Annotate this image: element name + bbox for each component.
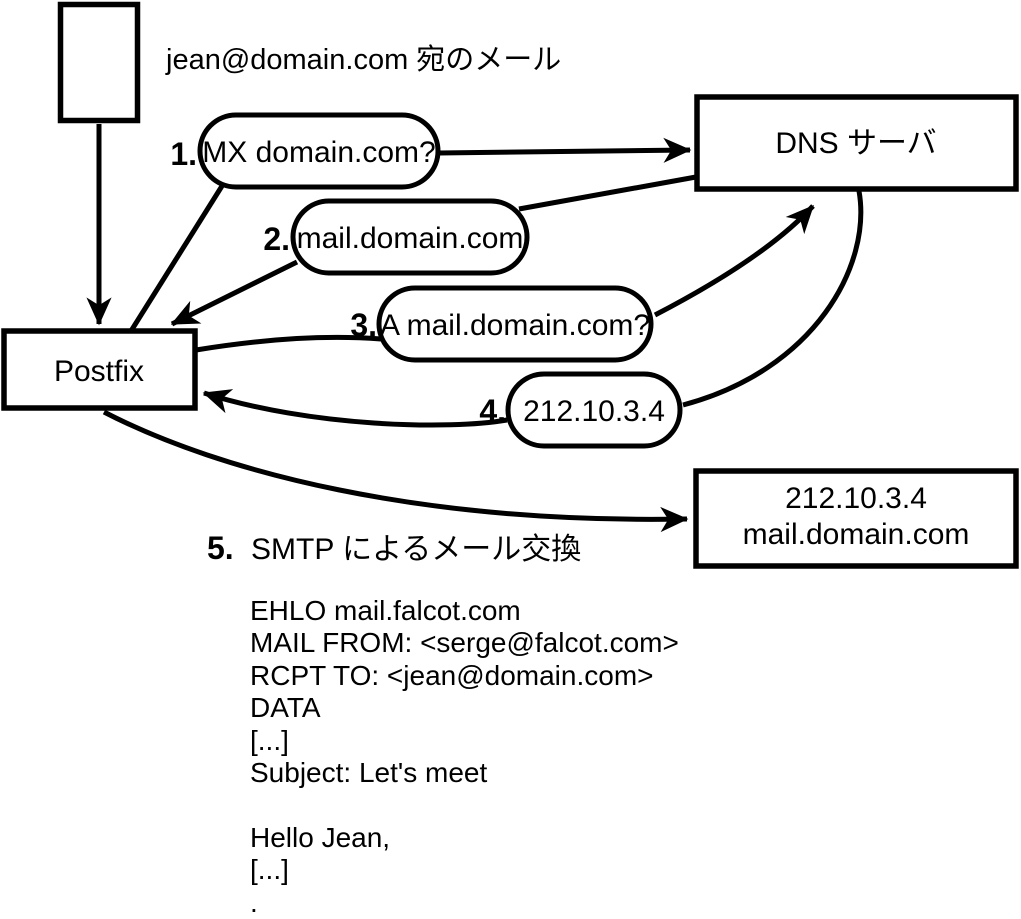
step-3-bubble: 3. A mail.domain.com? <box>350 285 654 363</box>
step-1-bubble: 1. MX domain.com? <box>170 112 441 190</box>
line-postfix-to-step1 <box>128 184 225 333</box>
mail-host-ip: 212.10.3.4 <box>785 482 927 515</box>
dns-server-label: DNS サーバ <box>775 127 936 160</box>
dns-server-box <box>694 94 1019 192</box>
transcript-line: MAIL FROM: <serge@falcot.com> <box>250 627 679 658</box>
postfix-node: Postfix <box>1 328 198 411</box>
postfix-box <box>1 328 198 411</box>
step-4-shape <box>505 371 683 449</box>
arrow-postfix-to-mailhost <box>102 409 689 533</box>
step-3-number: 3. <box>350 307 377 343</box>
step-2-bubble: 2. mail.domain.com <box>263 198 530 276</box>
mail-title: jean@domain.com 宛のメール <box>165 43 561 76</box>
mail-host-name: mail.domain.com <box>743 518 970 551</box>
transcript-line: EHLO mail.falcot.com <box>250 595 521 626</box>
transcript-line: RCPT TO: <jean@domain.com> <box>250 660 654 691</box>
step-4-label: 212.10.3.4 <box>523 395 665 428</box>
step-2-shape <box>290 198 530 276</box>
step-1-number: 1. <box>170 136 197 172</box>
dns-server-node: DNS サーバ <box>694 94 1019 192</box>
mail-host-box <box>693 468 1019 569</box>
email-message-icon <box>57 1 141 124</box>
transcript-line: Subject: Let's meet <box>250 757 487 788</box>
line-dns-to-step4 <box>682 190 864 408</box>
step-2-number: 2. <box>263 221 290 257</box>
arrow-step2-to-postfix <box>170 259 299 327</box>
postfix-label: Postfix <box>54 355 144 388</box>
mail-host-node: 212.10.3.4 mail.domain.com <box>693 468 1019 569</box>
connectors <box>86 124 864 533</box>
line-dns-to-step2 <box>518 174 697 212</box>
email-message-node <box>57 1 141 124</box>
step-2-label: mail.domain.com <box>297 222 524 255</box>
transcript-line: [...] <box>250 725 289 756</box>
smtp-transcript: EHLO mail.falcot.com MAIL FROM: <serge@f… <box>250 595 679 918</box>
arrow-step1-to-dns <box>438 137 692 163</box>
line-postfix-to-step3 <box>195 334 382 353</box>
step-3-label: A mail.domain.com? <box>380 309 650 342</box>
step-5-caption: 5. SMTP によるメール交換 <box>207 530 581 566</box>
step-4-number: 4. <box>479 393 506 429</box>
step-5-number: 5. <box>207 530 234 566</box>
step-1-shape <box>197 112 441 190</box>
step-1-label: MX domain.com? <box>202 136 435 169</box>
transcript-line: . <box>250 887 258 918</box>
transcript-line: Hello Jean, <box>250 822 390 853</box>
step-4-bubble: 4. 212.10.3.4 <box>479 371 683 449</box>
step-3-shape <box>376 285 654 363</box>
arrow-step4-to-postfix <box>202 389 508 428</box>
transcript-line: [...] <box>250 854 289 885</box>
step-5-label: SMTP によるメール交換 <box>251 533 581 566</box>
arrow-step3-to-dns <box>653 204 815 318</box>
transcript-line: DATA <box>250 692 321 723</box>
